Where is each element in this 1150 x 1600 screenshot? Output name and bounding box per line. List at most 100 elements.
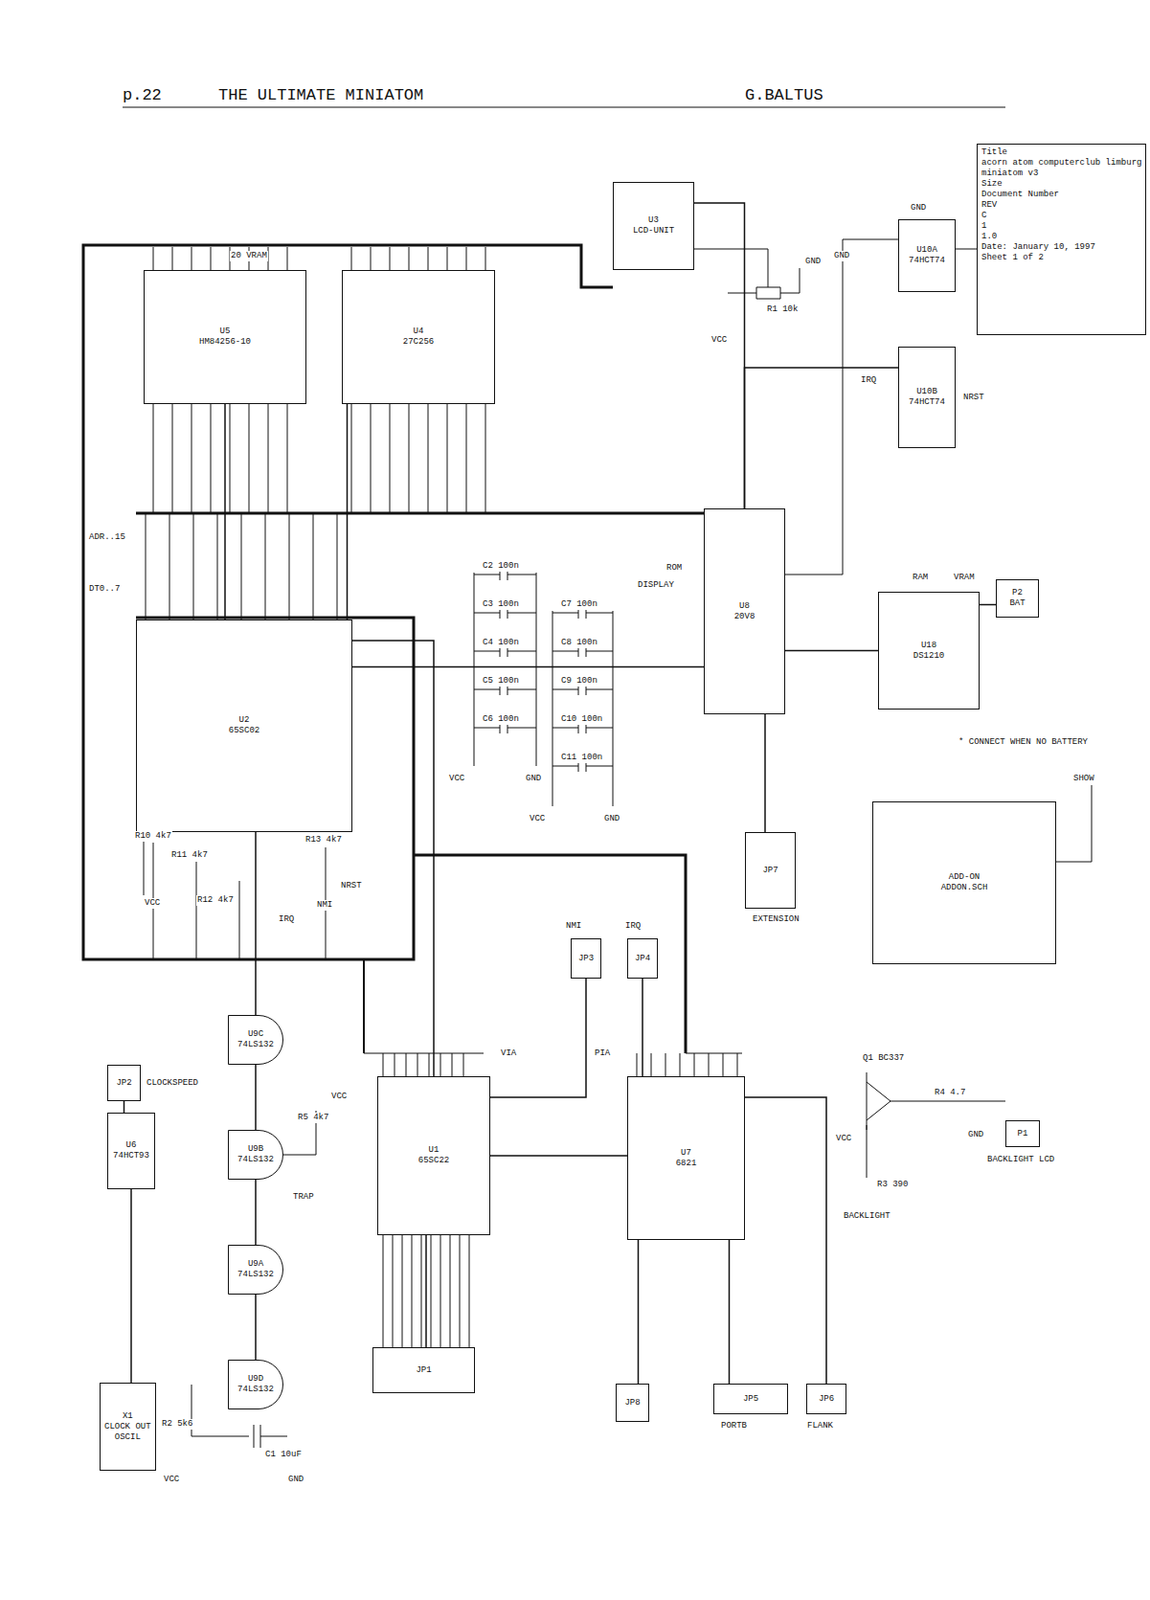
part-reference: U3 [648, 215, 659, 226]
part-text: 1 [981, 221, 987, 232]
part-text: acorn atom computerclub limburg [981, 157, 1142, 169]
signal-label: R11 4k7 [170, 850, 209, 861]
part-reference: Title [981, 147, 1008, 158]
signal-label: 20 VRAM [229, 250, 269, 262]
chip-box: U3LCD-UNIT [612, 181, 695, 271]
part-reference: U4 [413, 326, 425, 338]
decoupling-caps [552, 607, 613, 807]
signal-wire [254, 1294, 257, 1360]
signal-label: VCC [528, 813, 546, 825]
signal-wire [346, 404, 349, 620]
part-reference: JP7 [762, 865, 778, 877]
nand-gate: U9C74LS132 [227, 1014, 284, 1065]
signal-label: GND [524, 773, 542, 785]
signal-wire [694, 202, 745, 509]
address-stubs [153, 403, 486, 514]
part-reference: U6 [126, 1140, 137, 1151]
part-reference: U18 [921, 640, 937, 652]
part-reference: P2 [1012, 587, 1023, 599]
signal-label: C6 100n [481, 714, 520, 725]
part-text: C [981, 210, 987, 222]
signal-label: BACKLIGHT [842, 1211, 892, 1222]
part-text: 74LS132 [237, 1039, 274, 1051]
signal-label: NMI [564, 921, 583, 932]
signal-label: EXTENSION [751, 914, 801, 925]
signal-label: C10 100n [560, 714, 604, 725]
chip-box: U76821 [627, 1076, 745, 1241]
part-text: 6821 [676, 1158, 698, 1170]
chip-box: U165SC22 [377, 1076, 491, 1236]
part-reference: ADD-ON [948, 872, 980, 883]
signal-wire [764, 714, 767, 833]
title-block: Titleacorn atom computerclub limburgmini… [976, 143, 1147, 336]
chip-box: P2BAT [995, 579, 1039, 618]
signal-label: BACKLIGHT LCD [986, 1154, 1056, 1166]
signal-label: NMI [315, 900, 334, 911]
signal-label: * CONNECT WHEN NO BATTERY [957, 737, 1089, 748]
signal-label: DISPLAY [636, 580, 676, 591]
signal-label: C7 100n [560, 599, 599, 610]
signal-label: R10 4k7 [134, 831, 173, 842]
header-rule [122, 107, 1006, 109]
chip-box: X1CLOCK OUTOSCIL [99, 1382, 157, 1471]
part-reference: JP1 [415, 1365, 431, 1376]
chip-box: U674HCT93 [107, 1112, 156, 1190]
io-bus [413, 855, 686, 1054]
part-text: Date: January 10, 1997 [981, 242, 1096, 253]
part-reference: U2 [239, 715, 250, 726]
part-reference: U9D [248, 1374, 264, 1385]
part-reference: JP4 [634, 953, 651, 965]
signal-label: C1 10uF [264, 1449, 303, 1461]
signal-label: PIA [593, 1048, 611, 1060]
nand-gate: U9B74LS132 [227, 1129, 284, 1180]
part-text: HM84256-10 [199, 337, 251, 348]
nand-gate: U9D74LS132 [227, 1359, 284, 1410]
part-text: 74HCT74 [908, 397, 946, 408]
signal-label: TRAP [292, 1192, 316, 1203]
part-text: 74LS132 [237, 1384, 274, 1396]
signal-label: GND [967, 1129, 985, 1141]
chip-box: ADD-ONADDON.SCH [872, 801, 1057, 965]
chip-box: U820V8 [703, 508, 786, 715]
part-text: 27C256 [403, 337, 434, 348]
page-header: p.22 [122, 86, 162, 106]
part-reference: JP6 [818, 1394, 835, 1405]
chip-box: U10A74HCT74 [898, 219, 956, 293]
chip-box: JP6 [806, 1383, 847, 1415]
page-header: G.BALTUS [744, 86, 824, 106]
chip-box: JP8 [615, 1383, 650, 1422]
signal-label: GND [603, 813, 621, 825]
part-text: CLOCK OUT [104, 1421, 152, 1433]
signal-wire [490, 978, 587, 1098]
part-text: OSCIL [114, 1432, 141, 1444]
signal-label: R3 390 [876, 1179, 909, 1191]
part-reference: U9B [248, 1144, 264, 1155]
signal-label: R2 5k6 [160, 1419, 194, 1430]
signal-label: R12 4k7 [196, 895, 235, 906]
part-text: 1.0 [981, 231, 997, 243]
part-text: Sheet 1 of 2 [981, 252, 1044, 264]
part-text: Document Number [981, 189, 1060, 201]
signal-wire [254, 1179, 257, 1245]
signal-label: VCC [162, 1474, 181, 1486]
cpu-address-stubs [145, 513, 338, 620]
signal-wire [744, 1097, 827, 1384]
signal-label: C2 100n [481, 561, 520, 572]
part-text: 74LS132 [237, 1269, 274, 1281]
signal-label: VCC [448, 773, 466, 785]
signal-label: R4 4.7 [933, 1087, 967, 1099]
part-reference: U9A [248, 1259, 264, 1270]
signal-label: IRQ [277, 914, 295, 925]
signal-label: VIA [499, 1048, 518, 1060]
signal-label: C11 100n [560, 752, 604, 764]
part-reference: X1 [122, 1411, 134, 1422]
signal-label: C4 100n [481, 637, 520, 649]
chip-box: JP5 [713, 1383, 789, 1415]
part-text: ADDON.SCH [941, 882, 989, 894]
chip-box: JP3 [570, 938, 602, 979]
signal-label: GND [804, 256, 822, 268]
signal-wire [352, 666, 704, 669]
signal-label: Q1 BC337 [861, 1053, 905, 1064]
chip-box: U265SC02 [135, 619, 353, 833]
signal-label: C9 100n [560, 676, 599, 687]
